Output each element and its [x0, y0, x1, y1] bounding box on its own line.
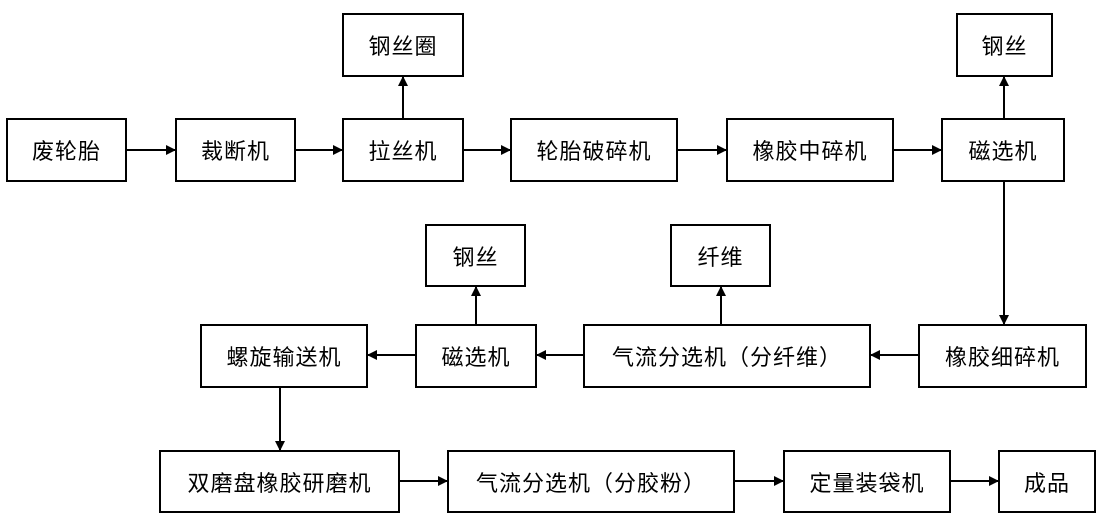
node-finished-product: 成品 — [998, 450, 1096, 513]
node-double-disc-mill: 双磨盘橡胶研磨机 — [159, 450, 400, 513]
node-air-sep-powder: 气流分选机（分胶粉） — [447, 450, 735, 513]
node-magnetic-sep-2: 磁选机 — [415, 324, 537, 388]
node-waste-tire: 废轮胎 — [6, 118, 127, 182]
node-magnetic-sep-1: 磁选机 — [941, 118, 1065, 182]
node-cutter: 裁断机 — [175, 118, 296, 182]
node-rubber-fine-crusher: 橡胶细碎机 — [918, 324, 1087, 388]
node-screw-conveyor: 螺旋输送机 — [200, 324, 368, 388]
node-rubber-mid-crusher: 橡胶中碎机 — [726, 118, 894, 182]
node-wire-drawer: 拉丝机 — [342, 118, 464, 182]
node-steel-wire-2: 钢丝 — [425, 224, 526, 287]
node-air-sep-fiber: 气流分选机（分纤维） — [583, 324, 871, 388]
node-bead-wire: 钢丝圈 — [342, 13, 464, 77]
node-tire-crusher: 轮胎破碎机 — [510, 118, 678, 182]
node-steel-wire-1: 钢丝 — [956, 13, 1053, 77]
node-bagging-machine: 定量装袋机 — [783, 450, 951, 513]
node-fiber: 纤维 — [670, 224, 771, 287]
